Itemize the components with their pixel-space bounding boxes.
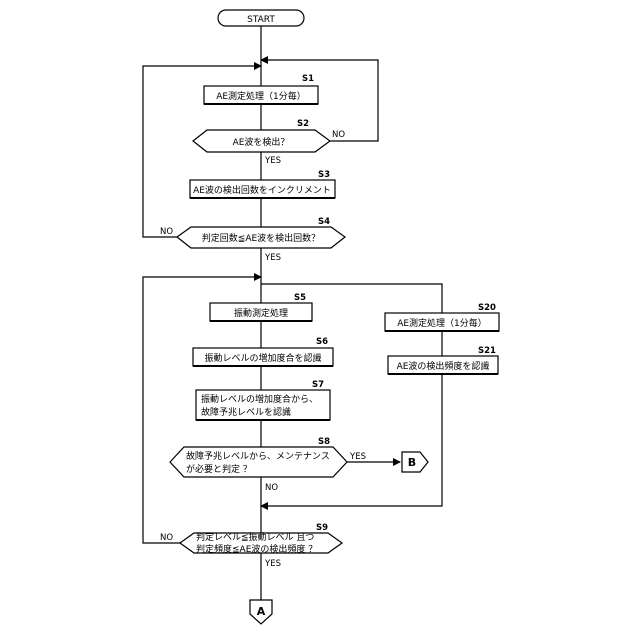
- s4-no-label: NO: [160, 227, 173, 237]
- decision-s2-id: S2: [297, 119, 309, 129]
- step-s21-text: AE波の検出頻度を認識: [397, 360, 490, 372]
- decision-s4: 判定回数≦AE波を検出回数？ S4 NO YES: [160, 217, 345, 263]
- step-s5-id: S5: [294, 293, 306, 303]
- step-s7-box: 振動レベルの増加度合から、 故障予兆レベルを認識 S7: [196, 380, 330, 420]
- step-s20-text: AE測定処理（1分毎）: [397, 317, 487, 329]
- decision-s4-text: 判定回数≦AE波を検出回数？: [202, 232, 320, 244]
- decision-s8-line2: が必要と判定 ？: [186, 463, 252, 475]
- decision-s4-id: S4: [318, 217, 330, 227]
- decision-s8-id: S8: [318, 437, 330, 447]
- decision-s9: 判定レベル≦振動レベル 且つ 判定頻度≦AE波の検出頻度 ？ S9 NO YES: [160, 523, 342, 569]
- step-s6-id: S6: [316, 337, 328, 347]
- decision-s8: 故障予兆レベルから、メンテナンス が必要と判定 ？ S8 YES NO: [170, 437, 366, 493]
- s4-yes-label: YES: [264, 253, 281, 263]
- step-s6-box: 振動レベルの増加度合を認識 S6: [193, 337, 333, 366]
- step-s21-box: AE波の検出頻度を認識 S21: [388, 346, 498, 374]
- step-s5-text: 振動測定処理: [234, 307, 288, 319]
- s9-yes-label: YES: [264, 559, 281, 569]
- step-s3-id: S3: [318, 170, 330, 180]
- connector-a-label: A: [257, 605, 266, 618]
- decision-s2-text: AE波を検出？: [233, 136, 290, 148]
- step-s3-box: AE波の検出回数をインクリメント S3: [190, 170, 335, 198]
- step-s7-id: S7: [312, 380, 324, 390]
- step-s1-id: S1: [302, 74, 314, 84]
- start-terminal: START: [218, 10, 304, 26]
- step-s6-text: 振動レベルの増加度合を認識: [204, 352, 321, 364]
- step-s7-line2: 故障予兆レベルを認識: [201, 406, 291, 418]
- start-label: START: [247, 15, 275, 25]
- s8-yes-label: YES: [349, 452, 366, 462]
- decision-s8-line1: 故障予兆レベルから、メンテナンス: [186, 450, 330, 462]
- s2-no-label: NO: [332, 130, 345, 140]
- step-s20-id: S20: [478, 303, 496, 313]
- step-s21-id: S21: [478, 346, 496, 356]
- decision-s2: AE波を検出？ S2 NO YES: [193, 119, 345, 166]
- connector-b-label: B: [408, 456, 416, 469]
- decision-s9-line2: 判定頻度≦AE波の検出頻度 ？: [196, 543, 317, 555]
- step-s7-line1: 振動レベルの増加度合から、: [201, 393, 318, 405]
- s2-yes-label: YES: [264, 156, 281, 166]
- decision-s9-id: S9: [316, 523, 328, 533]
- step-s1-text: AE測定処理（1分毎）: [216, 90, 306, 102]
- decision-s9-line1: 判定レベル≦振動レベル 且つ: [196, 531, 314, 543]
- s8-no-label: NO: [265, 483, 278, 493]
- step-s3-text: AE波の検出回数をインクリメント: [193, 184, 331, 196]
- connector-a: A: [250, 600, 272, 624]
- connector-b: B: [402, 452, 428, 472]
- s9-no-label: NO: [160, 533, 173, 543]
